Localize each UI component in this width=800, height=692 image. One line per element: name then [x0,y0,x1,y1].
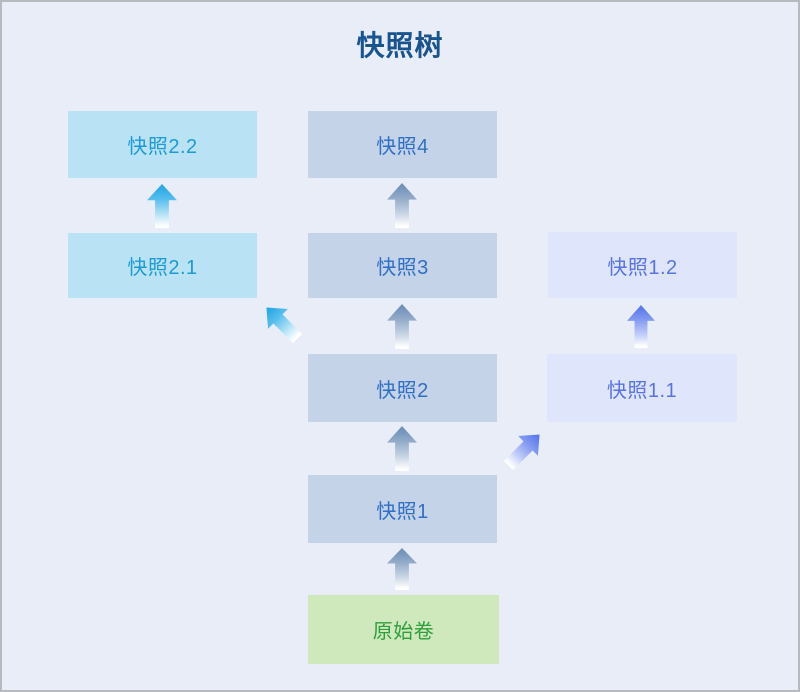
arrow-snapshot-1-to-2-icon [387,426,417,471]
arrow-snapshot-2-1-to-2-2-icon [147,184,177,228]
node-snapshot-1-2: 快照1.2 [548,232,737,298]
node-origin-volume: 原始卷 [308,595,499,664]
node-snapshot-3: 快照3 [308,233,497,298]
node-snapshot-2-1: 快照2.1 [68,233,257,298]
arrow-snapshot-2-to-3-icon [387,304,417,349]
arrow-snapshot-1-to-1-1-icon [499,425,550,476]
node-snapshot-1-1: 快照1.1 [547,354,737,422]
node-snapshot-4: 快照4 [308,111,497,178]
arrow-snapshot-3-to-4-icon [387,183,417,228]
arrow-snapshot-1-1-to-1-2-icon [627,305,655,348]
arrow-origin-to-snapshot-1-icon [387,548,417,590]
page-title: 快照树 [356,30,444,61]
arrow-snapshot-2-to-2-1-icon [257,298,308,349]
node-snapshot-2: 快照2 [308,354,497,422]
node-snapshot-2-2: 快照2.2 [68,111,257,178]
node-snapshot-1: 快照1 [308,475,497,543]
